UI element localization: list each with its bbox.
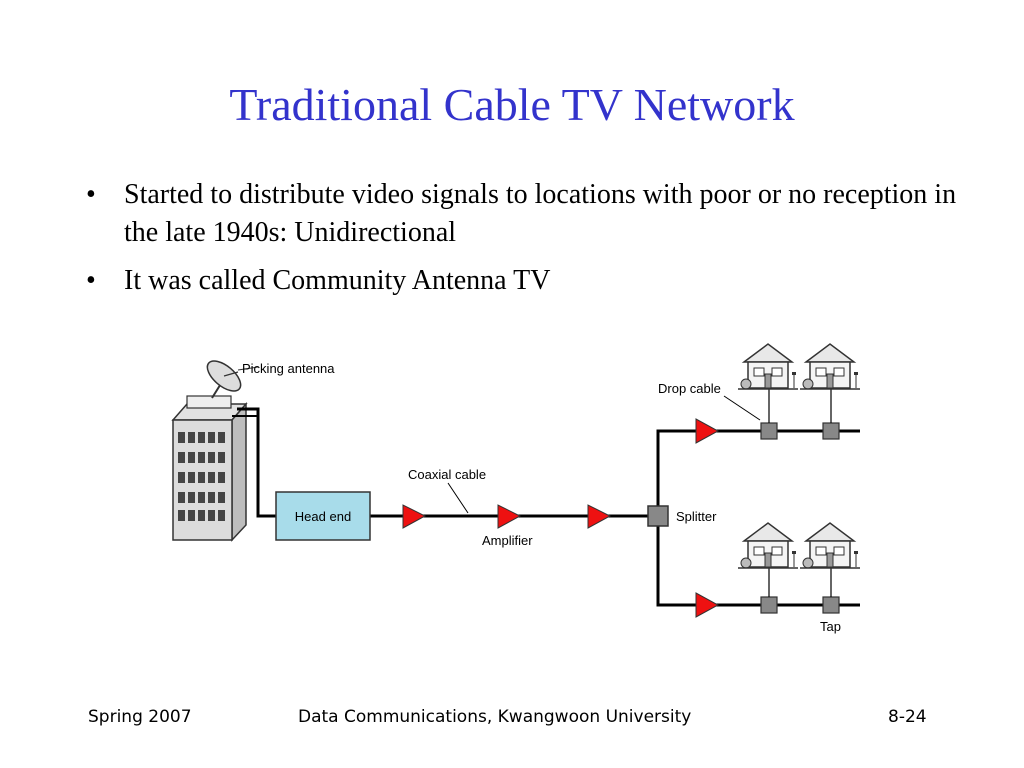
tap-box bbox=[760, 422, 778, 440]
bullet-list: • Started to distribute video signals to … bbox=[82, 176, 962, 310]
amplifier-icon bbox=[587, 504, 612, 529]
label-amplifier: Amplifier bbox=[482, 533, 533, 548]
amplifier-icon bbox=[695, 592, 720, 618]
house-icon bbox=[799, 522, 861, 569]
slide-title: Traditional Cable TV Network bbox=[229, 79, 795, 130]
antenna-icon bbox=[206, 360, 259, 399]
house-icon bbox=[799, 343, 861, 390]
label-coaxial-cable: Coaxial cable bbox=[408, 467, 486, 482]
footer-page-number: 8-24 bbox=[888, 707, 927, 727]
house-icon bbox=[737, 522, 799, 569]
amplifier-icon bbox=[497, 504, 522, 529]
label-picking-antenna: Picking antenna bbox=[242, 361, 335, 376]
bullet-text: Started to distribute video signals to l… bbox=[124, 179, 957, 248]
label-tap: Tap bbox=[820, 619, 841, 634]
footer-course: Data Communications, Kwangwoon Universit… bbox=[298, 707, 692, 727]
bullet-dot-icon: • bbox=[86, 179, 96, 210]
label-splitter: Splitter bbox=[676, 509, 717, 524]
bullet-item: • It was called Community Antenna TV bbox=[82, 262, 962, 300]
label-pointers bbox=[447, 395, 761, 514]
footer-date: Spring 2007 bbox=[88, 707, 192, 727]
label-head-end: Head end bbox=[295, 509, 351, 524]
bullet-dot-icon: • bbox=[86, 265, 96, 296]
amplifier-icon bbox=[695, 418, 720, 444]
bullet-text: It was called Community Antenna TV bbox=[124, 265, 551, 296]
tap-box bbox=[760, 596, 778, 614]
house-icon bbox=[737, 343, 799, 390]
tap-box bbox=[822, 422, 840, 440]
head-end-box bbox=[275, 491, 371, 541]
amplifier-icon bbox=[402, 504, 427, 529]
building-icon bbox=[171, 395, 248, 542]
drop-cables bbox=[768, 389, 832, 597]
label-drop-cable: Drop cable bbox=[658, 381, 721, 396]
bullet-item: • Started to distribute video signals to … bbox=[82, 176, 962, 252]
splitter-box bbox=[647, 505, 669, 527]
tap-box bbox=[822, 596, 840, 614]
